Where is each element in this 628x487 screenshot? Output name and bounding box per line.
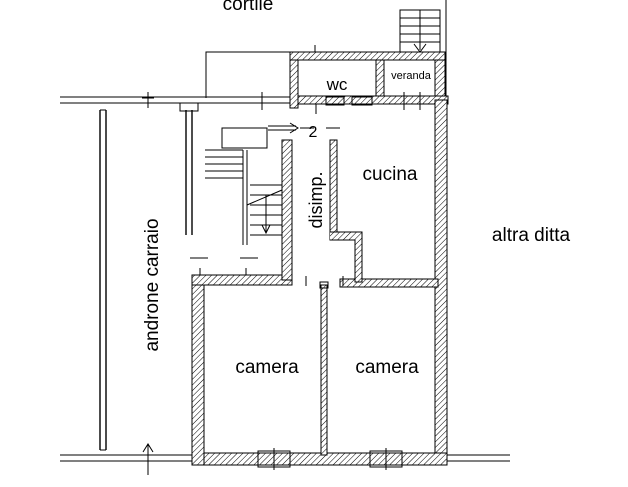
label-stair-number: 2	[309, 124, 318, 141]
label-altra-ditta: altra ditta	[492, 225, 571, 246]
label-androne-carraio: androne carraio	[142, 218, 163, 351]
label-wc: wc	[326, 75, 348, 94]
label-camera-left: camera	[235, 357, 299, 378]
label-cucina: cucina	[363, 164, 418, 185]
label-cortile: cortile	[223, 0, 274, 15]
walls	[191, 51, 449, 466]
site-lines	[60, 0, 510, 462]
androne-carraio-area	[99, 92, 199, 475]
label-disimp: disimp.	[306, 171, 326, 228]
wc-fixtures	[300, 96, 373, 129]
label-camera-right: camera	[355, 357, 419, 378]
openings	[257, 92, 421, 470]
label-veranda: veranda	[391, 70, 432, 82]
staircase	[190, 122, 299, 275]
